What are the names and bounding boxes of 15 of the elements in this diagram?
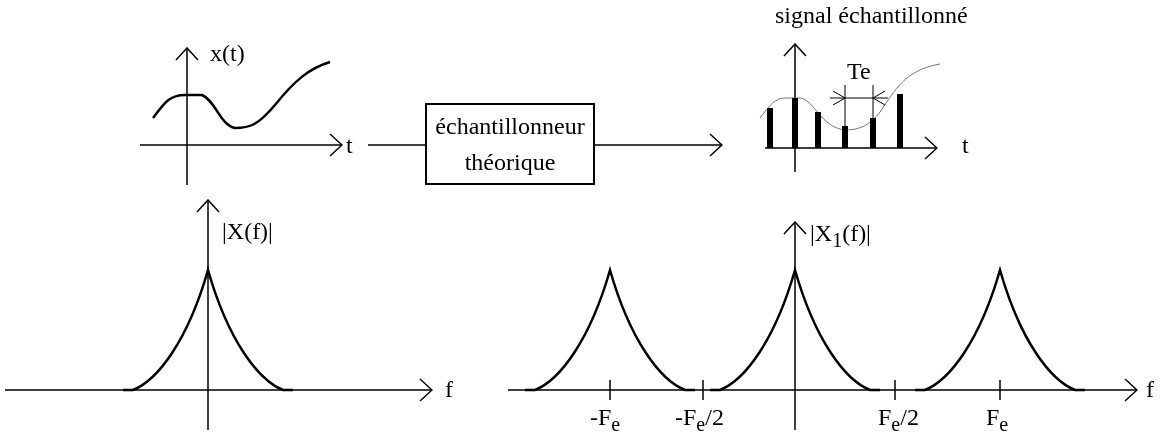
tick-label: -F$_{e}$ (590, 404, 621, 437)
axis-label: |X(f)| (222, 218, 273, 244)
axis-label: |X$_{1}$(f)| (810, 220, 871, 253)
dimension-label: Te (847, 58, 871, 84)
axis-label: f (445, 376, 453, 402)
plot-title: signal échantillonné (775, 2, 968, 28)
tick-label: -F$_{e}$/2 (675, 404, 724, 437)
axis-label: x(t) (210, 40, 245, 66)
tick-label: F$_{e}$/2 (878, 404, 919, 437)
process-box: échantillonneur théorique (425, 103, 595, 185)
arrow (594, 133, 723, 157)
tick-label: F$_{e}$ (986, 404, 1009, 437)
axis-label: f (1146, 376, 1154, 402)
axis-label: t (962, 132, 969, 158)
axis-label: t (346, 132, 353, 158)
